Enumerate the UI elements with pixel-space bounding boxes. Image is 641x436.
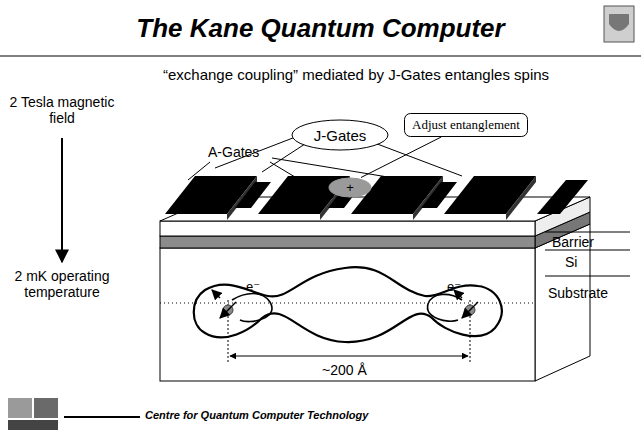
leader-line [188,162,210,180]
electron-cloud [232,294,272,322]
centre-logo [34,398,58,418]
spin-arrow [462,302,478,318]
leader-line [270,162,300,180]
temperature-label: 2 mK operating temperature [8,268,116,300]
leader-line [372,142,462,176]
electron-label: e⁻ [447,280,461,295]
barrier-layer [160,221,535,236]
layer-label: Substrate [548,285,608,301]
electron-cloud [194,267,502,342]
a-gate-side [506,176,536,220]
logo-crest [609,14,629,31]
substrate-front [160,248,535,381]
layer-label: Si [565,254,577,270]
layer-rule [545,276,630,277]
university-logo [604,6,634,42]
electron-label: e⁻ [246,280,260,295]
j-gate [421,182,457,208]
annotation-box: Adjust entanglement [404,113,528,137]
si-layer [160,236,535,248]
leader-line [262,142,308,172]
j-gate [235,182,271,208]
header-rule [0,56,641,57]
field-arrow [61,138,63,262]
layer-label: Barrier [552,234,594,250]
node-text: J-Gates [314,127,367,144]
dimension-label: ~200 Å [320,362,369,378]
spin-arrow [212,290,220,298]
guide-line [160,303,535,304]
electron-cloud [428,294,462,321]
subtitle: “exchange coupling” mediated by J-Gates … [163,66,549,83]
slide-title: The Kane Quantum Computer [0,14,641,44]
a-gate [537,180,588,214]
device [160,176,630,381]
footer-rule [64,416,140,418]
leader-line [272,158,406,180]
dimension-line [230,356,468,357]
gate-callout: J-Gates [291,119,389,151]
node-text: Adjust entanglement [412,117,520,133]
centre-logo [8,398,32,418]
footer-text: Centre for Quantum Computer Technology [145,409,368,422]
node-text: + [346,180,354,195]
layer-rule [545,232,630,233]
spin-arrow [220,302,236,318]
field-label: 2 Tesla magnetic field [8,94,116,126]
centre-logo [8,420,58,430]
gate-label: A-Gates [208,144,259,160]
charge-oval: + [328,177,372,198]
